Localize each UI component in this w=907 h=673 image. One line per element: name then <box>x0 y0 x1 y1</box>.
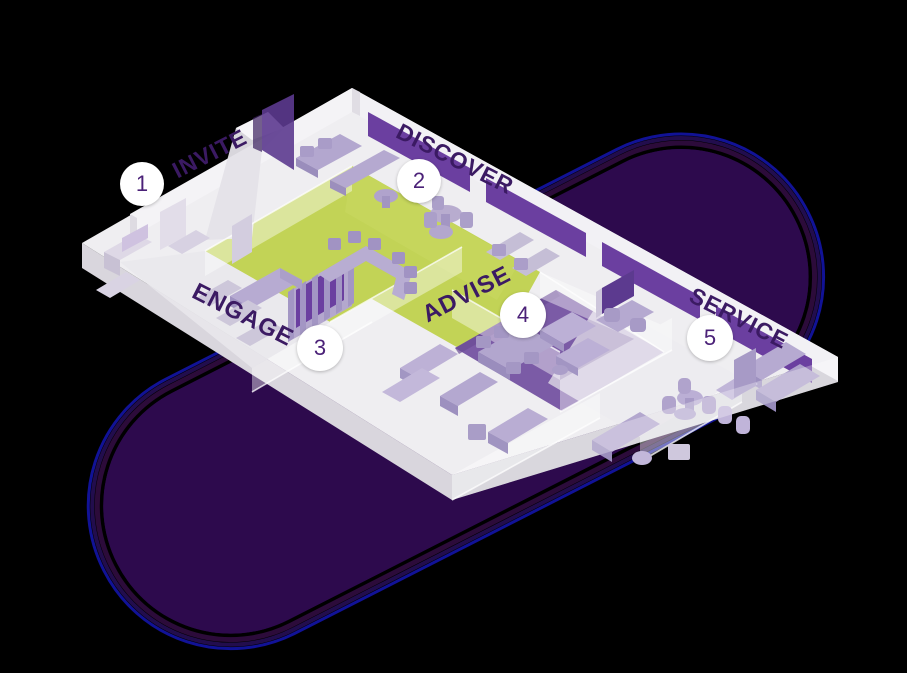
round-table-1 <box>374 189 398 208</box>
marker-2[interactable]: 2 <box>397 159 441 203</box>
lounge-cluster <box>540 312 610 376</box>
marker-4[interactable]: 4 <box>500 292 546 338</box>
furniture-advise <box>476 312 610 380</box>
furniture-offices <box>382 270 654 454</box>
marker-5[interactable]: 5 <box>687 315 733 361</box>
cafe-cluster <box>662 378 750 434</box>
wall-panel-1 <box>368 112 470 192</box>
furniture-discover <box>296 134 560 276</box>
furniture-invite <box>96 198 210 298</box>
furniture-engage <box>196 214 417 346</box>
wall-panel-3 <box>602 242 700 320</box>
floor-gray-engage <box>120 251 330 368</box>
furniture-service <box>592 342 820 465</box>
wall-panel-2 <box>486 178 586 257</box>
marker-3[interactable]: 3 <box>297 325 343 371</box>
front-wall-accents <box>452 357 838 500</box>
round-table-2 <box>424 196 473 239</box>
marker-1[interactable]: 1 <box>120 162 164 206</box>
